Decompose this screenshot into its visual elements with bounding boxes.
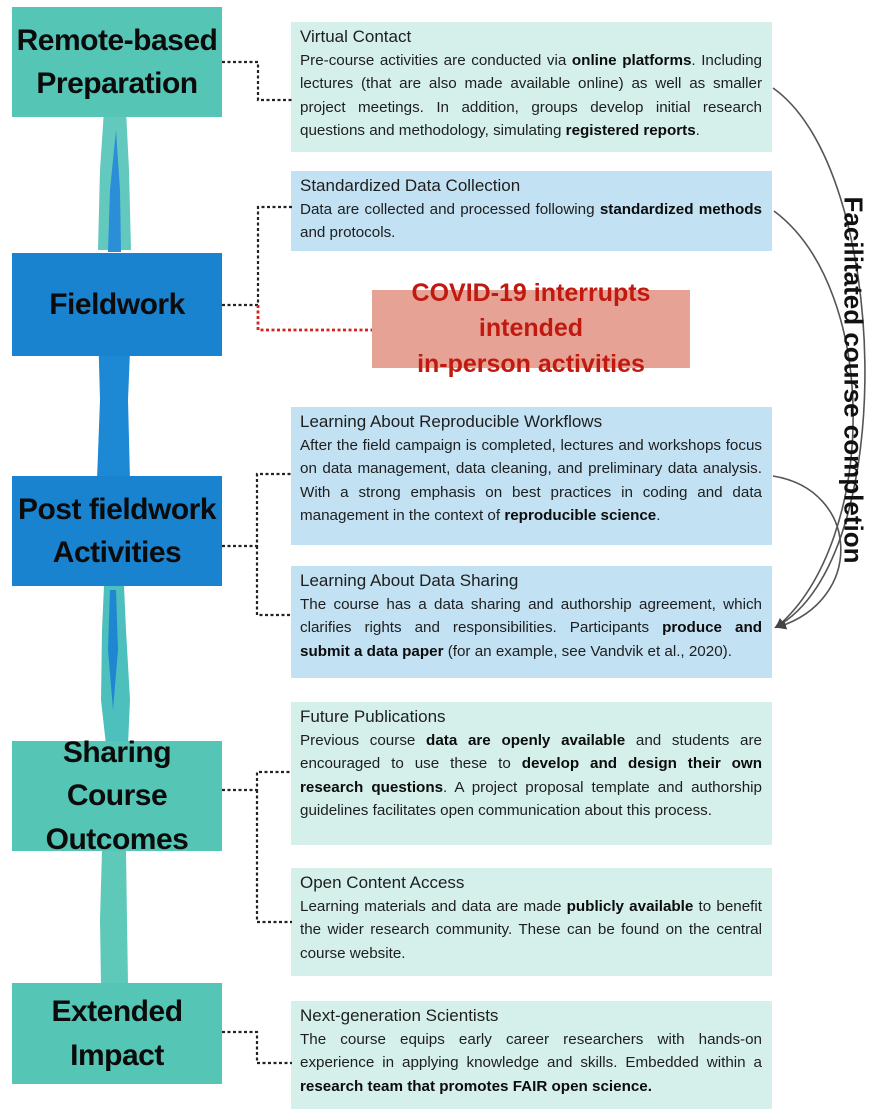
emphasis-text: reproducible science — [504, 506, 657, 524]
card-open-content-access: Open Content Access Learning materials a… — [291, 868, 772, 976]
card-reproducible-workflows: Learning About Reproducible Workflows Af… — [291, 407, 772, 545]
emphasis-text: publicly available — [566, 898, 694, 916]
card-title: Open Content Access — [300, 873, 465, 892]
card-body: Previous course data are openly availabl… — [300, 729, 762, 822]
emphasis-text: research team that promotes FAIR open sc… — [300, 1077, 652, 1095]
card-title: Future Publications — [300, 707, 446, 726]
card-data-sharing: Learning About Data Sharing The course h… — [291, 566, 772, 678]
card-body: Learning materials and data are made pub… — [300, 895, 762, 965]
covid-note-text: COVID-19 interrupts intended in-person a… — [411, 278, 651, 378]
card-title: Learning About Reproducible Workflows — [300, 412, 603, 431]
body-text: Learning materials and data are made — [300, 898, 567, 916]
stage-extended-impact: Extended Impact — [12, 983, 222, 1084]
body-text: to benefit the wider research community.… — [300, 898, 762, 962]
emphasis-text: produce and submit a data paper — [300, 619, 762, 660]
stage-sharing-outcomes: Sharing Course Outcomes — [12, 736, 222, 856]
emphasis-text: standardized methods — [599, 201, 762, 219]
body-text: . Including lectures (that are also made… — [300, 52, 763, 139]
card-body: Pre-course activities are conducted via … — [300, 49, 762, 142]
emphasis-text: develop and design their own research qu… — [300, 755, 762, 796]
emphasis-text: registered reports — [565, 121, 696, 139]
stage-fieldwork: Fieldwork — [12, 253, 222, 356]
body-text: Data are collected and processed followi… — [300, 201, 600, 219]
card-body: The course has a data sharing and author… — [300, 593, 762, 663]
body-text: (for an example, see Vandvik et al., 202… — [443, 642, 732, 660]
card-future-publications: Future Publications Previous course data… — [291, 702, 772, 845]
stage-label: Sharing Course Outcomes — [45, 735, 189, 856]
body-text: After the field campaign is completed, l… — [300, 437, 762, 524]
card-next-generation-scientists: Next-generation Scientists The course eq… — [291, 1001, 772, 1109]
card-title: Next-generation Scientists — [300, 1006, 499, 1025]
body-text: . — [656, 506, 661, 524]
card-body: Data are collected and processed followi… — [300, 198, 762, 245]
body-text: . — [695, 121, 700, 139]
stage-post-fieldwork: Post fieldwork Activities — [12, 476, 222, 586]
card-title: Standardized Data Collection — [300, 176, 521, 195]
covid-interruption-note: COVID-19 interrupts intended in-person a… — [372, 279, 690, 378]
stage-remote-preparation: Remote-based Preparation — [12, 7, 222, 117]
card-title: Learning About Data Sharing — [300, 571, 519, 590]
body-text: and students are encouraged to use these… — [300, 732, 762, 773]
stage-label: Post fieldwork Activities — [17, 492, 217, 570]
card-standardized-data-collection: Standardized Data Collection Data are co… — [291, 171, 772, 251]
stage-label: Remote-based Preparation — [16, 23, 218, 101]
body-text: The course has a data sharing and author… — [300, 596, 762, 637]
card-virtual-contact: Virtual Contact Pre-course activities ar… — [291, 22, 772, 152]
body-text: Previous course — [300, 732, 427, 750]
body-text: Pre-course activities are conducted via — [300, 52, 572, 70]
card-body: After the field campaign is completed, l… — [300, 434, 762, 527]
side-label-facilitated-completion: Facilitated course completion — [838, 196, 869, 564]
card-title: Virtual Contact — [300, 27, 412, 46]
emphasis-text: data are openly available — [426, 732, 626, 750]
stage-label: Extended Impact — [51, 995, 183, 1072]
body-text: The course equips early career researche… — [300, 1031, 762, 1072]
card-body: The course equips early career researche… — [300, 1028, 762, 1098]
body-text: . A project proposal template and author… — [300, 778, 762, 819]
body-text: and protocols. — [300, 224, 396, 242]
emphasis-text: online platforms — [571, 52, 692, 70]
stage-label: Fieldwork — [49, 287, 185, 321]
